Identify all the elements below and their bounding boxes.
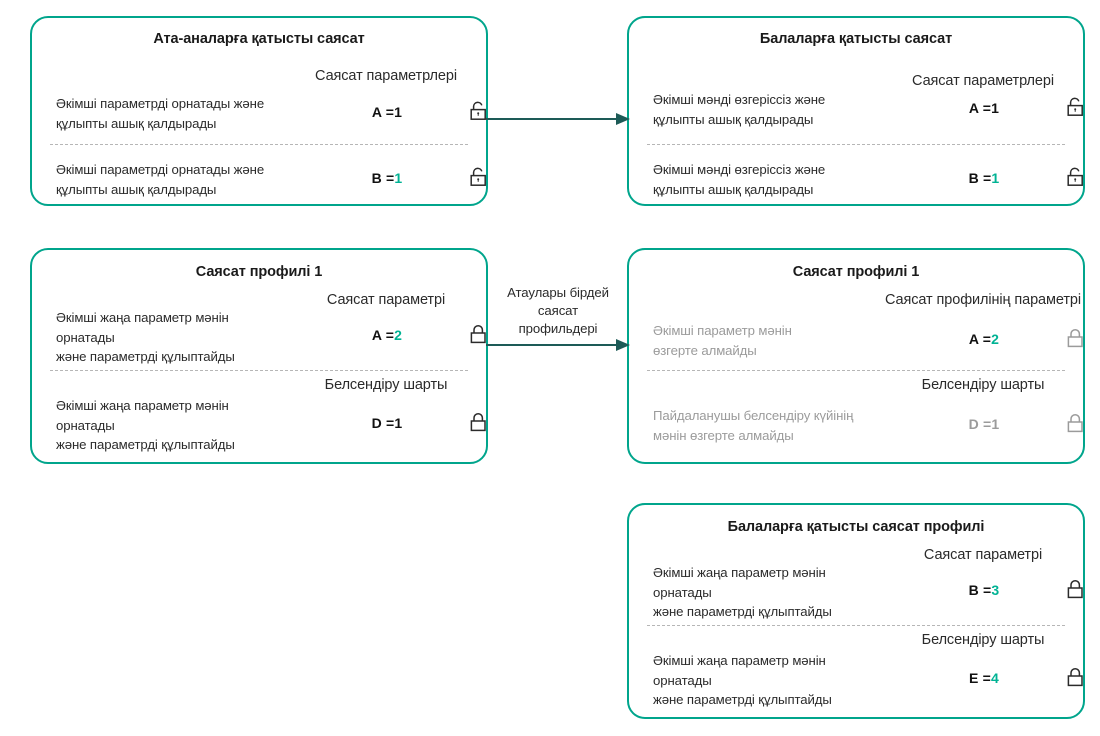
card-child-policy-profile: Балаларға қатысты саясат профилі Саясат … [627,503,1085,719]
value-key: A [968,100,979,116]
row-value: A =1 [332,104,442,120]
value-equals: = [983,170,992,186]
row-description: Әкімші параметр мәнін өзгерте алмайды [653,323,792,358]
value-key: B [371,170,382,186]
value-key: A [968,331,979,347]
card-child-policy: Балаларға қатысты саясат Саясат параметр… [627,16,1085,206]
lock-closed-icon [1065,578,1087,602]
value-equals: = [982,670,992,686]
value-number: 1 [394,104,403,120]
lock-closed-icon [1065,412,1087,436]
value-equals: = [385,327,395,343]
row-description: Пайдаланушы белсендіру күйінің мәнін өзг… [653,408,854,443]
row-value: B =3 [929,582,1039,598]
lock-open-icon [468,100,490,124]
value-key: A [371,327,382,343]
value-number: 1 [991,416,1000,432]
row-value: A =1 [929,100,1039,116]
column-header: Белсендіру шарты [921,377,1045,393]
arrow-middle-label: Атаулары бірдей саясат профильдері [507,285,609,336]
lock-closed-icon [1065,666,1087,690]
arrow-top [486,112,632,126]
lock-closed-icon [468,411,490,435]
row-divider [647,370,1065,371]
lock-closed-icon [1065,327,1087,351]
value-key: B [968,170,979,186]
row-value: D =1 [332,415,442,431]
column-header: Саясат профилінің параметрі [885,292,1081,308]
row-value: E =4 [929,670,1039,686]
row-description: Әкімші параметрді орнатады және құлыпты … [56,162,265,197]
lock-open-icon [1065,96,1087,120]
value-equals: = [386,415,395,431]
row-divider [647,625,1065,626]
value-key: E [968,670,979,686]
row-divider [647,144,1065,145]
lock-open-icon [1065,166,1087,190]
card-parent-policy: Ата-аналарға қатысты саясат Саясат парам… [30,16,488,206]
column-header: Саясат параметрлері [912,73,1054,89]
row-value: A =2 [332,327,442,343]
arrow-middle [486,338,632,352]
value-number: 2 [991,331,1000,347]
row-value: B =1 [929,170,1039,186]
card-title: Ата-аналарға қатысты саясат [153,31,365,47]
value-number: 3 [991,582,1000,598]
row-value: D =1 [929,416,1039,432]
row-divider [50,144,468,145]
value-equals: = [982,100,992,116]
row-description: Әкімші жаңа параметр мәнін орнатады және… [56,310,235,364]
column-header: Белсендіру шарты [921,632,1045,648]
value-equals: = [386,170,395,186]
value-key: D [968,416,979,432]
value-number: 2 [394,327,403,343]
row-description: Әкімші жаңа параметр мәнін орнатады және… [653,653,832,707]
value-number: 1 [394,170,403,186]
value-equals: = [983,416,992,432]
value-equals: = [982,331,992,347]
value-equals: = [983,582,992,598]
value-number: 1 [991,170,1000,186]
value-number: 4 [991,670,1000,686]
row-value: A =2 [929,331,1039,347]
column-header: Саясат параметрі [923,547,1043,563]
value-key: D [371,415,382,431]
value-equals: = [385,104,395,120]
row-value: B =1 [332,170,442,186]
lock-open-icon [468,166,490,190]
value-key: B [968,582,979,598]
row-description: Әкімші жаңа параметр мәнін орнатады және… [653,565,832,619]
column-header: Саясат параметрі [326,292,446,308]
card-policy-profile-1-left: Саясат профилі 1 Саясат параметрі Әкімші… [30,248,488,464]
card-title: Саясат профилі 1 [792,264,920,280]
card-title: Балаларға қатысты саясат профилі [727,519,985,535]
row-description: Әкімші параметрді орнатады және құлыпты … [56,96,265,131]
row-description: Әкімші жаңа параметр мәнін орнатады және… [56,398,235,452]
row-divider [50,370,468,371]
card-title: Балаларға қатысты саясат [759,31,953,47]
card-title: Саясат профилі 1 [195,264,323,280]
row-description: Әкімші мәнді өзгеріссіз және құлыпты ашы… [653,92,826,127]
row-description: Әкімші мәнді өзгеріссіз және құлыпты ашы… [653,162,826,197]
value-number: 1 [394,415,403,431]
card-policy-profile-1-right: Саясат профилі 1 Саясат профилінің парам… [627,248,1085,464]
value-key: A [371,104,382,120]
value-number: 1 [991,100,1000,116]
column-header: Саясат параметрлері [315,68,457,84]
column-header: Белсендіру шарты [324,377,448,393]
lock-closed-icon [468,323,490,347]
